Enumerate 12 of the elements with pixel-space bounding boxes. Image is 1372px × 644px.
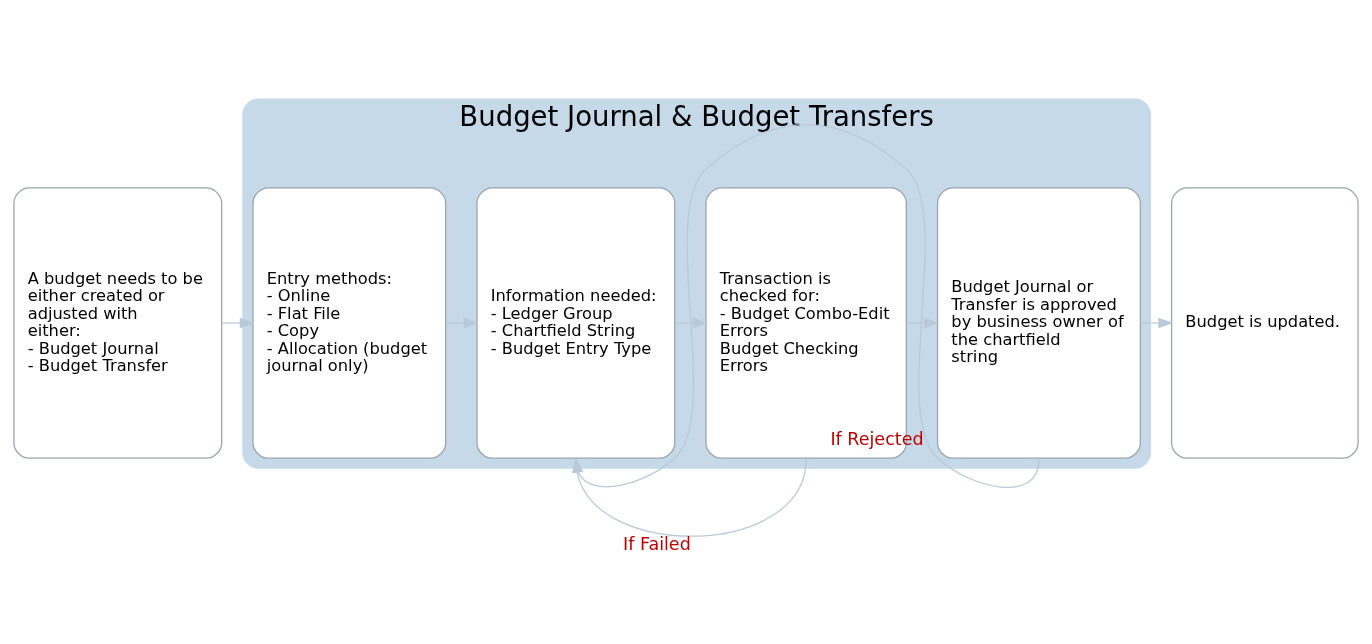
edge-label: If Failed [623,534,691,555]
node-box: A budget needs to be either created or adjusted with either: - Budget Journal - Budget Transfer [13,187,223,459]
arrow [445,317,479,329]
node-box: Information needed: - Ledger Group - Chartfield String - Budget Entry Type [476,187,676,459]
arrow [674,317,708,329]
node-box: Budget is updated. [1170,187,1359,459]
arrow [1139,317,1174,329]
arrow [905,317,940,329]
edge-label: If Rejected [830,428,924,449]
node-box: Entry methods: - Online - Flat File - Copy - Allocation (budget journal only) [252,187,447,459]
node-box: Budget Journal or Transfer is approved by business owner of the chartfield string [936,187,1141,459]
arrow [221,317,255,329]
